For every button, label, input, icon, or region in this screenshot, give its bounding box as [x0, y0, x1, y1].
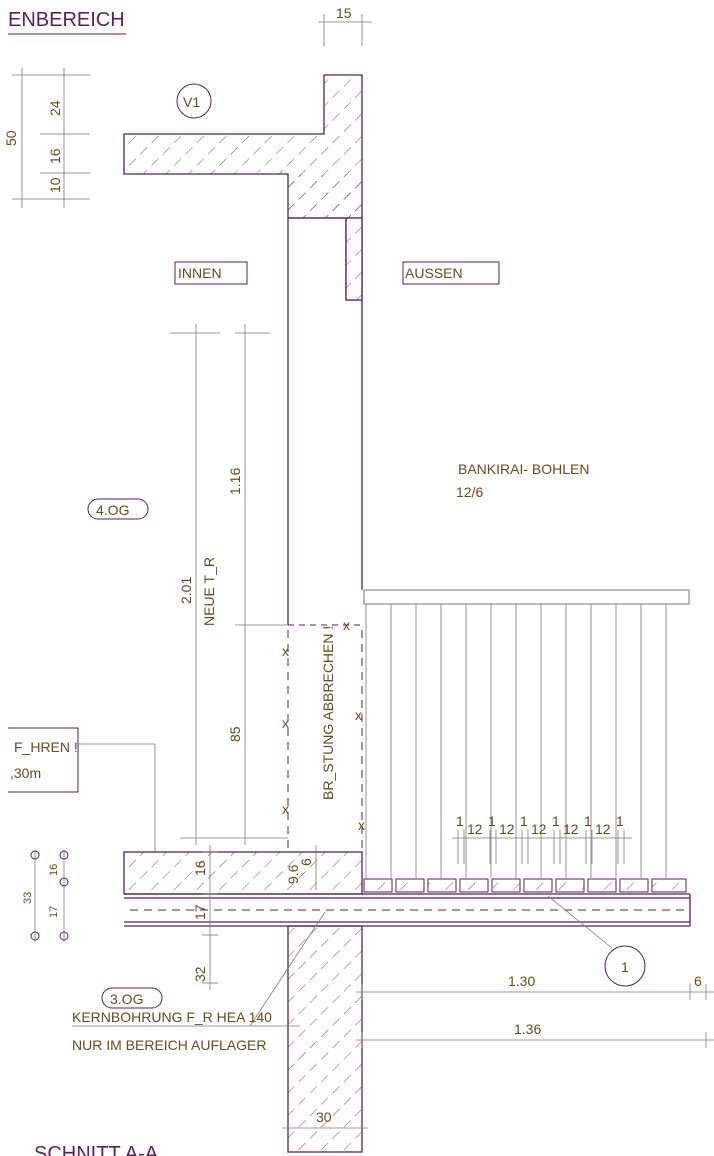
svg-text:,30m: ,30m: [10, 765, 41, 781]
svg-text:1: 1: [616, 813, 624, 829]
svg-text:6: 6: [694, 973, 702, 989]
svg-text:24: 24: [47, 100, 63, 116]
label-bankirai: BANKIRAI- BOHLEN: [458, 461, 589, 477]
svg-text:33: 33: [22, 892, 34, 904]
svg-text:1.30: 1.30: [508, 973, 535, 989]
dim-horizontal: 1.30 6 1.36: [356, 973, 714, 1048]
dim-planks: 1 1 1 1 1 1 12 12 12 12 12: [452, 813, 632, 864]
svg-text:15: 15: [336, 5, 352, 21]
svg-text:17: 17: [192, 904, 208, 920]
note-kernbohrung: KERNBOHRUNG F_R HEA 140 NUR IM BEREICH A…: [72, 911, 326, 1053]
callout-1: 1: [547, 895, 646, 987]
svg-text:32: 32: [192, 966, 208, 982]
svg-text:NUR IM BEREICH AUFLAGER: NUR IM BEREICH AUFLAGER: [72, 1037, 266, 1053]
label-bankirai-size: 12/6: [456, 484, 483, 500]
svg-text:AUSSEN: AUSSEN: [405, 265, 463, 281]
note-fuehren: F_HREN ! ,30m: [8, 727, 156, 852]
svg-text:x: x: [358, 817, 365, 833]
svg-text:50: 50: [3, 130, 19, 146]
svg-text:1: 1: [456, 813, 464, 829]
callout-v1: V1: [176, 83, 212, 119]
page-title-partial: ENBEREICH: [8, 9, 125, 31]
lower-slab: [123, 851, 691, 927]
svg-text:3.OG: 3.OG: [110, 991, 143, 1007]
svg-text:16: 16: [192, 860, 208, 876]
dim-left-stack: 50 24 16 10: [3, 68, 90, 208]
svg-text:12: 12: [595, 821, 611, 837]
svg-text:1: 1: [584, 813, 592, 829]
svg-text:x: x: [343, 617, 350, 633]
deck-planks: [363, 878, 687, 893]
label-4og: 4.OG: [87, 498, 149, 520]
svg-text:x: x: [282, 801, 289, 817]
svg-text:2.01: 2.01: [178, 577, 194, 604]
svg-text:12: 12: [531, 821, 547, 837]
svg-text:85: 85: [227, 726, 243, 742]
svg-text:30: 30: [316, 1109, 332, 1125]
parapet-demolish: x x x x x x BR_STUNG ABBRECHEN !: [282, 617, 365, 852]
svg-text:F_HREN !: F_HREN !: [14, 739, 78, 755]
svg-text:6: 6: [298, 858, 314, 866]
svg-text:1.16: 1.16: [227, 468, 243, 495]
svg-text:9.6: 9.6: [285, 864, 301, 884]
svg-text:12: 12: [467, 821, 483, 837]
svg-text:BR_STUNG ABBRECHEN !: BR_STUNG ABBRECHEN !: [320, 626, 336, 800]
svg-text:1: 1: [488, 813, 496, 829]
svg-text:1.36: 1.36: [514, 1021, 541, 1037]
upper-slab: [123, 74, 363, 301]
svg-text:x: x: [355, 707, 362, 723]
svg-text:10: 10: [47, 177, 63, 193]
svg-text:16: 16: [47, 148, 63, 164]
dim-door: 1.16 2.01 85 NEUE T_R: [170, 324, 288, 845]
dim-wall-30: 30: [282, 1109, 368, 1129]
svg-text:4.OG: 4.OG: [96, 502, 129, 518]
svg-text:KERNBOHRUNG F_R HEA 140: KERNBOHRUNG F_R HEA 140: [72, 1009, 272, 1025]
lower-wall: [287, 925, 363, 1153]
svg-text:x: x: [282, 715, 289, 731]
svg-text:1: 1: [520, 813, 528, 829]
dim-slab: 16 17 32 9.6 6: [192, 845, 317, 990]
svg-text:16: 16: [48, 864, 60, 876]
label-innen: INNEN: [174, 261, 248, 285]
dim-top-15: 15: [318, 5, 372, 46]
section-title: SCHNITT A-A: [34, 1143, 159, 1156]
svg-text:x: x: [282, 643, 289, 659]
railing: [363, 589, 690, 878]
svg-text:NEUE T_R: NEUE T_R: [201, 557, 217, 626]
svg-text:17: 17: [48, 906, 60, 918]
svg-text:V1: V1: [183, 94, 200, 110]
label-aussen: AUSSEN: [402, 261, 500, 285]
svg-text:12: 12: [563, 821, 579, 837]
svg-text:INNEN: INNEN: [178, 265, 222, 281]
svg-text:12: 12: [499, 821, 515, 837]
label-3og: 3.OG: [101, 987, 163, 1009]
svg-text:1: 1: [621, 959, 629, 975]
svg-text:1: 1: [552, 813, 560, 829]
dim-detail-left: 33 16 17: [22, 850, 69, 942]
